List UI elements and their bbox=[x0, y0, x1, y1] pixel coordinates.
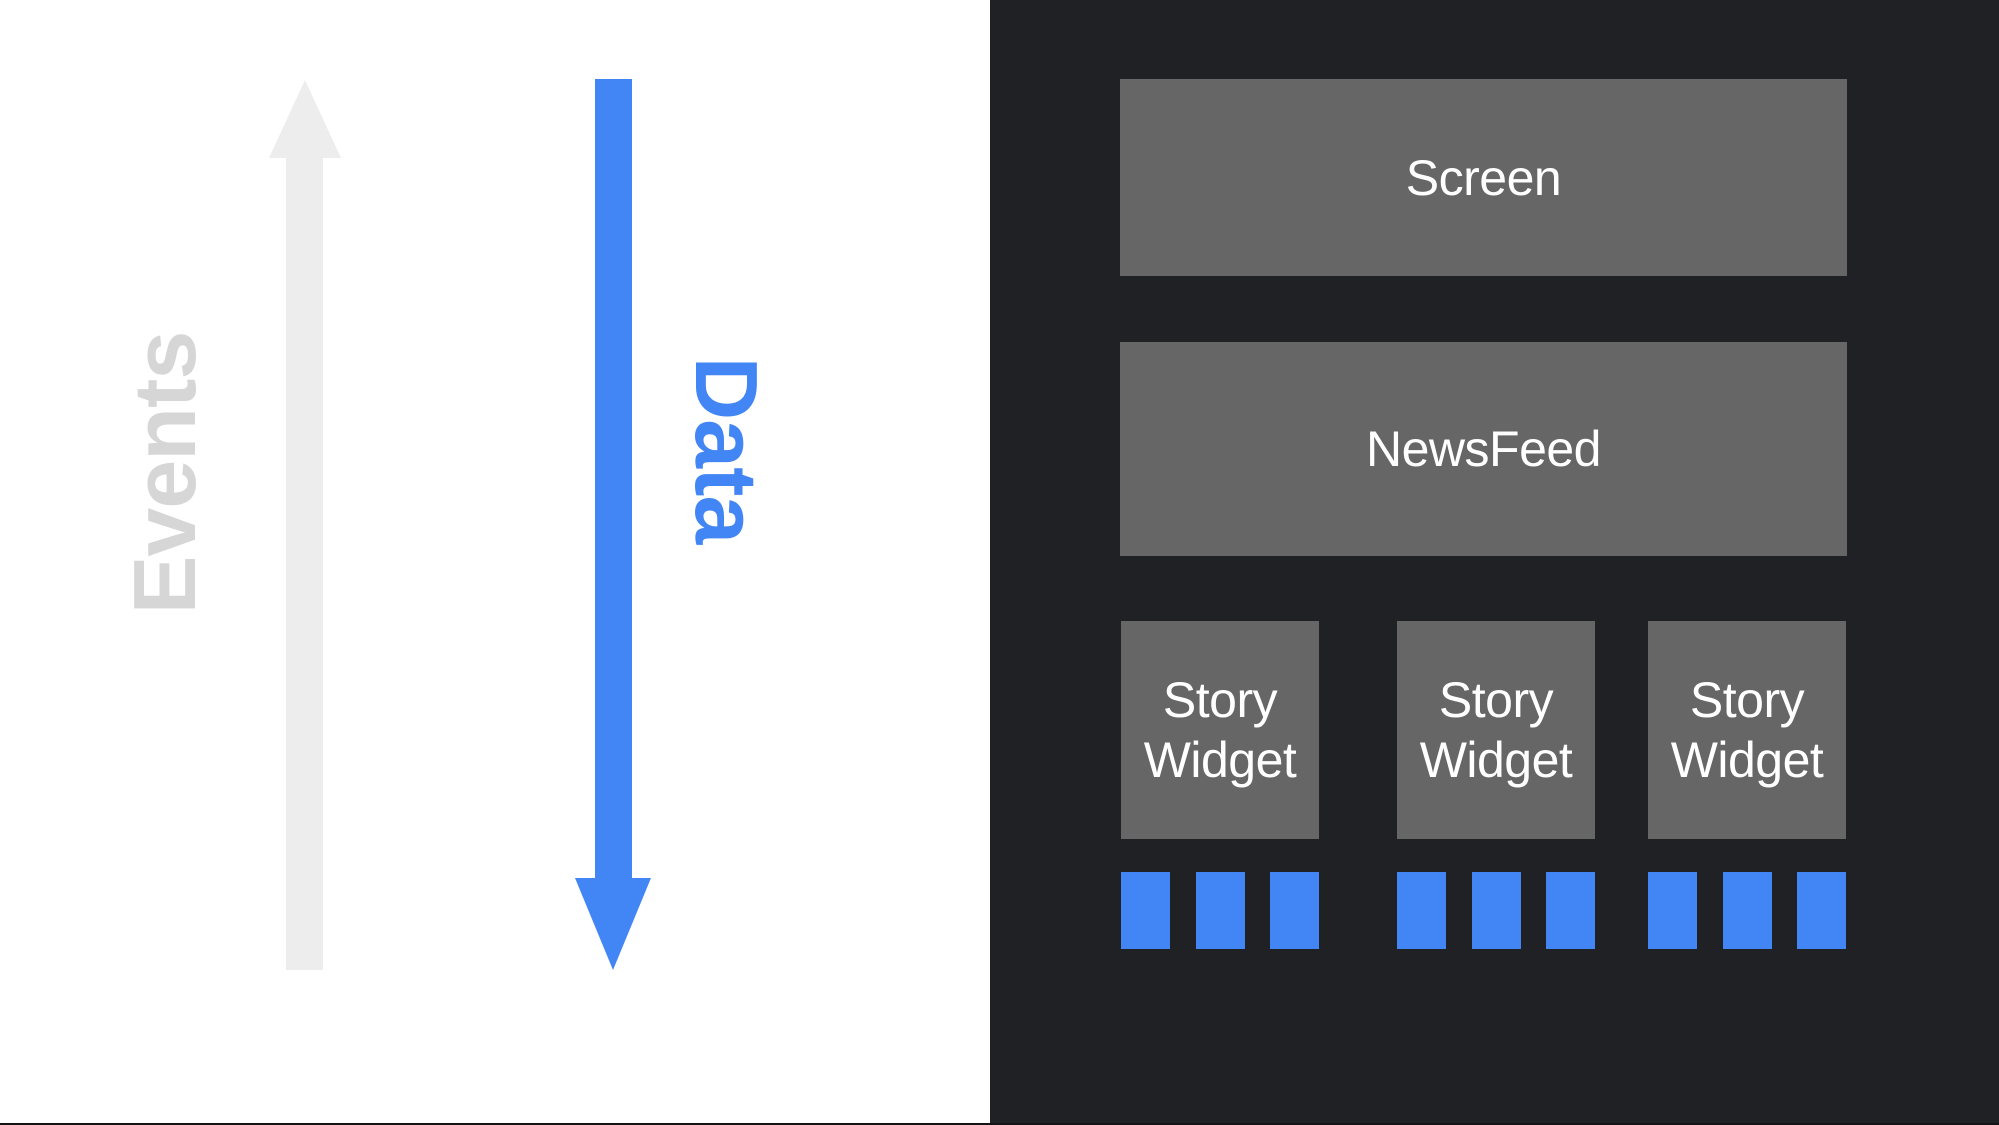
story-items-row bbox=[1648, 872, 1846, 949]
story-items-row bbox=[1121, 872, 1319, 949]
story-widget-label: Story Widget bbox=[1670, 672, 1824, 788]
story-item-square bbox=[1195, 872, 1245, 949]
story-item-square bbox=[1546, 872, 1595, 949]
story-item-square bbox=[1722, 872, 1772, 949]
newsfeed-box: NewsFeed bbox=[1120, 342, 1847, 556]
data-arrow-shaft bbox=[595, 79, 632, 880]
story-widget-column: Story Widget bbox=[1121, 621, 1319, 949]
newsfeed-box-label: NewsFeed bbox=[1366, 421, 1602, 477]
story-item-square bbox=[1797, 872, 1846, 949]
story-widget-column: Story Widget bbox=[1648, 621, 1846, 949]
story-item-square bbox=[1270, 872, 1319, 949]
story-widget-label: Story Widget bbox=[1143, 672, 1297, 788]
story-item-square bbox=[1648, 872, 1697, 949]
story-widget-label: Story Widget bbox=[1419, 672, 1573, 788]
screen-box-label: Screen bbox=[1405, 149, 1562, 206]
story-widget-box: Story Widget bbox=[1121, 621, 1319, 839]
story-item-square bbox=[1121, 872, 1170, 949]
events-label: Events bbox=[115, 331, 214, 615]
widget-tree-panel: Screen NewsFeed Story Widget Story Widge… bbox=[990, 0, 1999, 1125]
bottom-edge-line bbox=[0, 1123, 1999, 1125]
screen-box: Screen bbox=[1120, 79, 1847, 276]
story-widget-column: Story Widget bbox=[1397, 621, 1595, 949]
story-item-square bbox=[1471, 872, 1521, 949]
data-arrow-head bbox=[575, 878, 651, 970]
story-item-square bbox=[1397, 872, 1446, 949]
events-arrow-head bbox=[269, 80, 341, 158]
data-label: Data bbox=[677, 356, 776, 544]
story-items-row bbox=[1397, 872, 1595, 949]
events-arrow-shaft bbox=[286, 156, 323, 970]
story-widget-box: Story Widget bbox=[1648, 621, 1846, 839]
story-widget-box: Story Widget bbox=[1397, 621, 1595, 839]
